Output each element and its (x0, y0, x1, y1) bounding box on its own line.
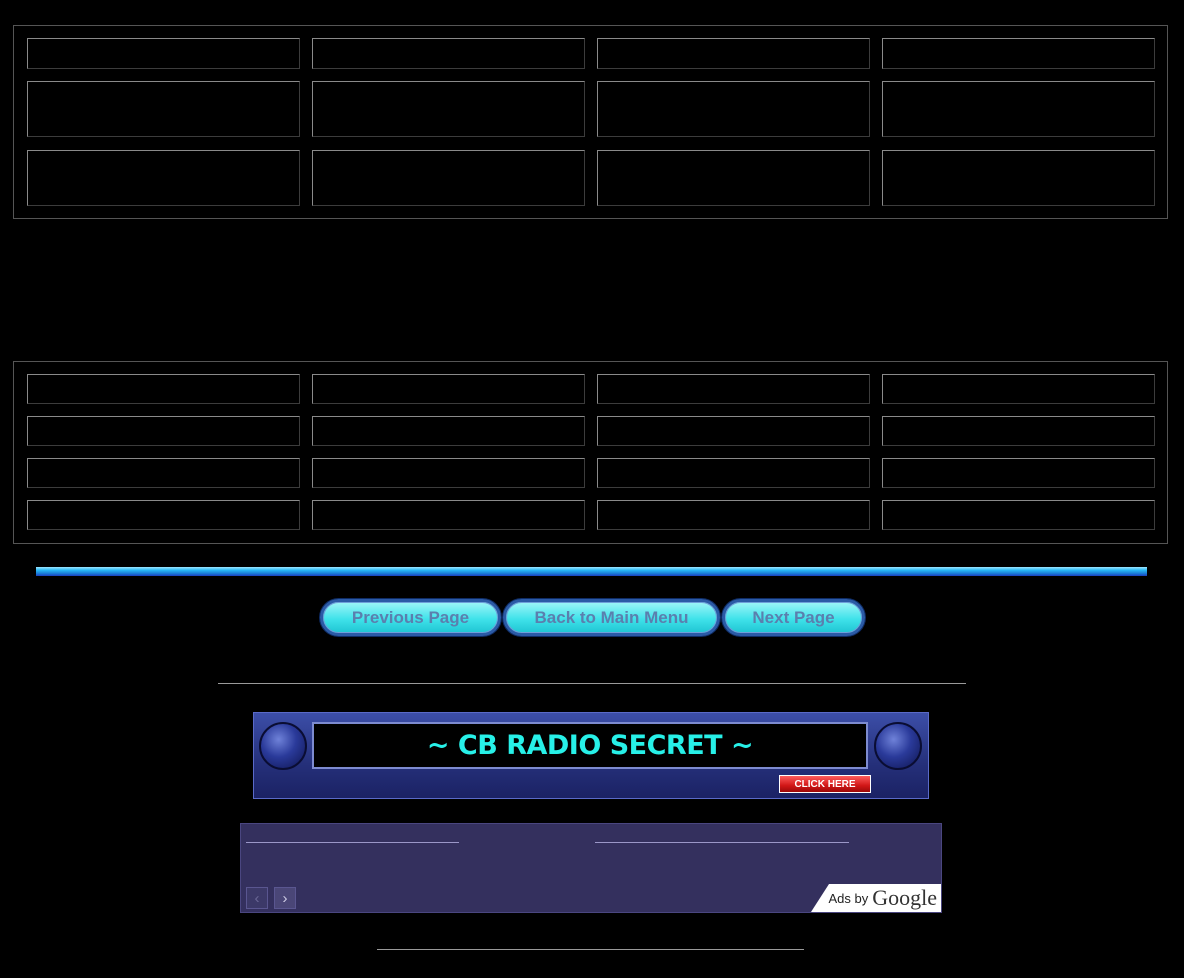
blue-divider (36, 567, 1147, 576)
ads-by-text: Ads by (828, 890, 869, 906)
table-cell (312, 374, 585, 404)
table-cell (882, 374, 1155, 404)
previous-page-button[interactable]: Previous Page (320, 599, 501, 636)
table-cell (312, 416, 585, 446)
next-page-button[interactable]: Next Page (722, 599, 865, 636)
table-cell (597, 38, 870, 69)
top-table (13, 25, 1168, 219)
table-cell (312, 458, 585, 488)
table-cell (597, 81, 870, 137)
table-cell (882, 150, 1155, 206)
table-cell (27, 150, 300, 206)
table-cell (312, 500, 585, 530)
table-cell (882, 81, 1155, 137)
ad-next-arrow-icon[interactable]: › (274, 887, 296, 909)
horizontal-rule (218, 683, 966, 684)
cb-radio-banner[interactable]: ~ CB RADIO SECRET ~ CLICK HERE (253, 712, 929, 799)
left-knob-icon (259, 722, 307, 770)
table-cell (597, 500, 870, 530)
table-cell (597, 150, 870, 206)
ad-link-1[interactable] (246, 842, 459, 843)
table-cell (597, 416, 870, 446)
table-cell (882, 500, 1155, 530)
table-cell (27, 416, 300, 446)
ad-link-2[interactable] (595, 842, 849, 843)
table-cell (27, 458, 300, 488)
table-cell (882, 38, 1155, 69)
table-cell (597, 374, 870, 404)
table-cell (27, 500, 300, 530)
table-cell (597, 458, 870, 488)
right-knob-icon (874, 722, 922, 770)
table-cell (27, 374, 300, 404)
table-cell (312, 81, 585, 137)
bottom-table (13, 361, 1168, 544)
table-cell (882, 416, 1155, 446)
ad-prev-arrow-icon[interactable]: ‹ (246, 887, 268, 909)
ad-unit: ‹ › Ads by Google (240, 823, 942, 913)
table-cell (312, 38, 585, 69)
banner-title: ~ CB RADIO SECRET ~ (312, 722, 868, 769)
table-cell (27, 81, 300, 137)
ads-by-google-label[interactable]: Ads by Google (811, 884, 941, 912)
table-cell (312, 150, 585, 206)
click-here-button[interactable]: CLICK HERE (779, 775, 871, 793)
back-to-main-menu-button[interactable]: Back to Main Menu (503, 599, 720, 636)
google-logo: Google (872, 885, 937, 910)
horizontal-rule-bottom (377, 949, 804, 950)
table-cell (27, 38, 300, 69)
table-cell (882, 458, 1155, 488)
